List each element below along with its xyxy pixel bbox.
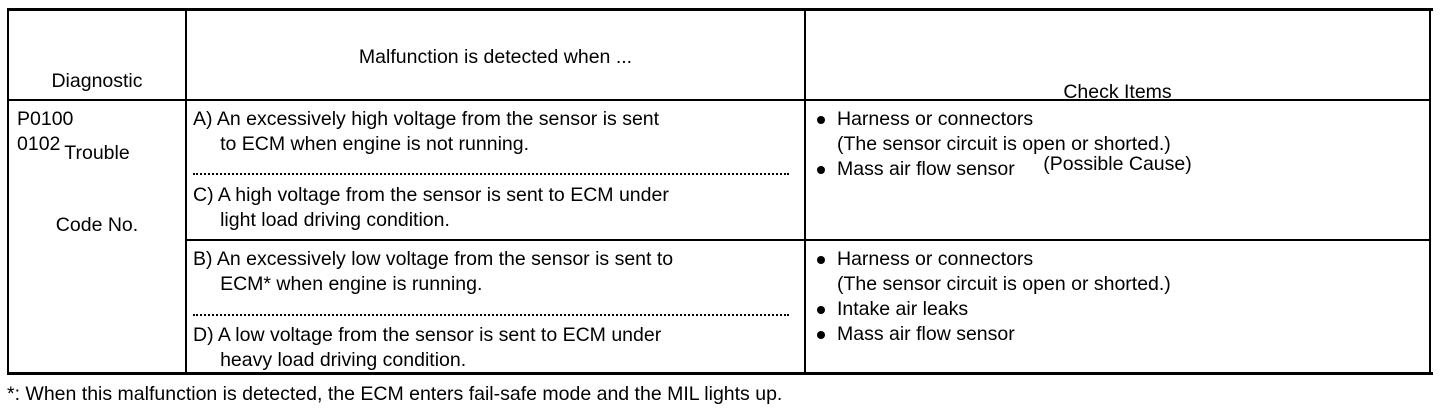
header-check-line-1: Check Items [1063, 81, 1172, 103]
header-code: Diagnostic Trouble Code No. [9, 21, 185, 285]
header-code-line-2: Trouble [64, 142, 130, 164]
check-2-1-line-2: (The sensor circuit is open or shorted.) [837, 273, 1171, 295]
condition-d-line-1: D) A low voltage from the sensor is sent… [193, 324, 662, 346]
condition-b-line-1: B) An excessively low voltage from the s… [193, 248, 674, 270]
diagnostic-table: Diagnostic Trouble Code No. Malfunction … [7, 8, 1433, 375]
check-2-3: Mass air flow sensor [837, 323, 1015, 345]
bullet-icon [817, 166, 825, 174]
header-malfunction: Malfunction is detected when ... [358, 46, 633, 68]
bullet-icon [817, 116, 825, 124]
table-border-left [7, 11, 9, 372]
check-1-2: Mass air flow sensor [837, 158, 1015, 180]
condition-a-line-2: to ECM when engine is not running. [193, 133, 530, 155]
condition-dotted-divider-1 [193, 173, 789, 175]
header-code-line-1: Diagnostic [51, 70, 143, 92]
condition-c-line-1: C) A high voltage from the sensor is sen… [193, 184, 669, 206]
condition-b-line-2: ECM* when engine is running. [193, 273, 483, 295]
bullet-icon [817, 306, 825, 314]
bullet-icon [817, 331, 825, 339]
condition-d-line-2: heavy load driving condition. [193, 349, 467, 371]
header-code-line-3: Code No. [55, 214, 139, 236]
condition-a-line-1: A) An excessively high voltage from the … [193, 108, 660, 130]
column-divider-2 [804, 11, 806, 372]
header-check-line-2: (Possible Cause) [1043, 153, 1192, 175]
table-border-right [1429, 11, 1431, 372]
condition-dotted-divider-2 [193, 314, 789, 316]
check-1-1-line-1: Harness or connectors [837, 108, 1034, 130]
footnote: *: When this malfunction is detected, th… [7, 383, 783, 405]
check-2-2: Intake air leaks [837, 298, 969, 320]
check-2-1-line-1: Harness or connectors [837, 248, 1034, 270]
dtc-code-2: 0102 [17, 133, 61, 155]
group-divider [185, 239, 1431, 241]
column-divider-1 [185, 11, 187, 372]
bullet-icon [817, 256, 825, 264]
check-1-1-line-2: (The sensor circuit is open or shorted.) [837, 133, 1171, 155]
header-divider [7, 99, 1431, 101]
header-check-items: Check Items (Possible Cause) [806, 32, 1429, 224]
dtc-code-1: P0100 [17, 108, 74, 130]
condition-c-line-2: light load driving condition. [193, 209, 450, 231]
